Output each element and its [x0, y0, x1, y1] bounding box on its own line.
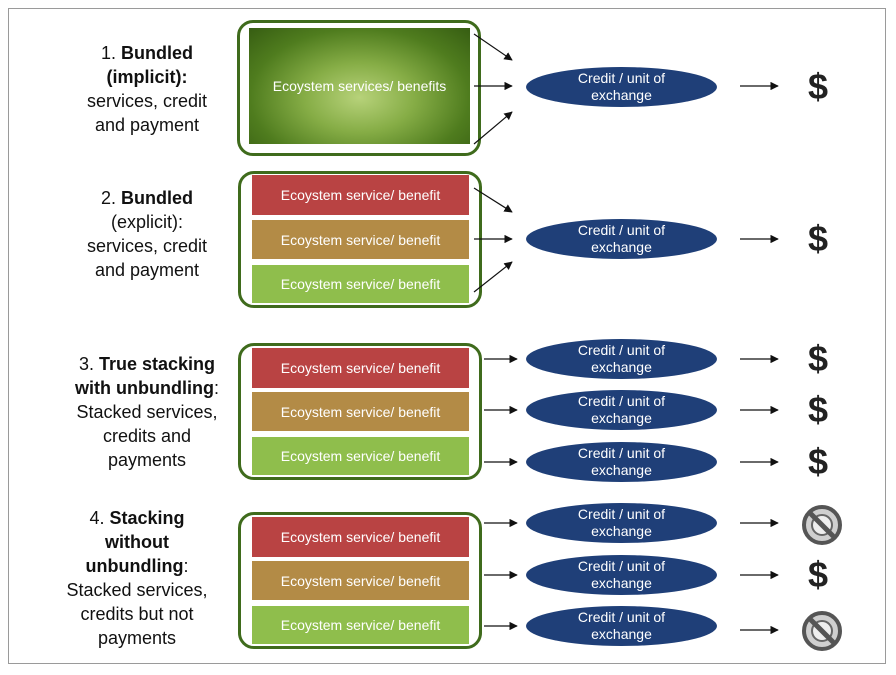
- group-4-service-2: Ecoystem service/ benefit: [252, 561, 469, 600]
- group-3-credit-1: Credit / unit of exchange: [526, 339, 717, 379]
- group-4-credit-3: Credit / unit of exchange: [526, 606, 717, 646]
- group-1-payment-dollar: $: [807, 66, 829, 107]
- group-2-service-3: Ecoystem service/ benefit: [252, 265, 469, 303]
- group-4-service-3: Ecoystem service/ benefit: [252, 606, 469, 644]
- group-3-box: [238, 343, 482, 480]
- group-1-credit: Credit / unit of exchange: [526, 67, 717, 107]
- group-3-payment-dollar-2: $: [807, 389, 829, 430]
- no-payment-icon: [802, 611, 842, 651]
- group-3-service-3: Ecoystem service/ benefit: [252, 437, 469, 475]
- group-2-payment-dollar: $: [807, 218, 829, 259]
- group-1-service-bundle: Ecoystem services/ benefits: [249, 28, 470, 144]
- group-4-label: 4. Stacking without unbundling: Stacked …: [66, 508, 208, 648]
- group-3-service-1: Ecoystem service/ benefit: [252, 348, 469, 388]
- group-3-payment-dollar-3: $: [807, 441, 829, 482]
- diagram-frame: [8, 8, 886, 664]
- group-3-credit-2: Credit / unit of exchange: [526, 390, 717, 430]
- group-4-service-1: Ecoystem service/ benefit: [252, 517, 469, 557]
- group-4-payment-dollar: $: [807, 554, 829, 595]
- group-4-credit-2: Credit / unit of exchange: [526, 555, 717, 595]
- group-3-payment-dollar-1: $: [807, 338, 829, 379]
- group-2-credit: Credit / unit of exchange: [526, 219, 717, 259]
- group-1-label: 1. Bundled (implicit): services, credit …: [86, 43, 208, 135]
- group-3-label: 3. True stacking with unbundling: Stacke…: [75, 354, 219, 470]
- group-2-service-2: Ecoystem service/ benefit: [252, 220, 469, 259]
- group-3-service-2: Ecoystem service/ benefit: [252, 392, 469, 431]
- group-1-box: [237, 20, 481, 156]
- group-2-service-1: Ecoystem service/ benefit: [252, 175, 469, 215]
- group-3-credit-3: Credit / unit of exchange: [526, 442, 717, 482]
- group-4-credit-1: Credit / unit of exchange: [526, 503, 717, 543]
- no-payment-icon: [802, 505, 842, 545]
- group-4-box: [238, 512, 482, 649]
- group-2-label: 2. Bundled (explicit): services, credit …: [86, 188, 208, 280]
